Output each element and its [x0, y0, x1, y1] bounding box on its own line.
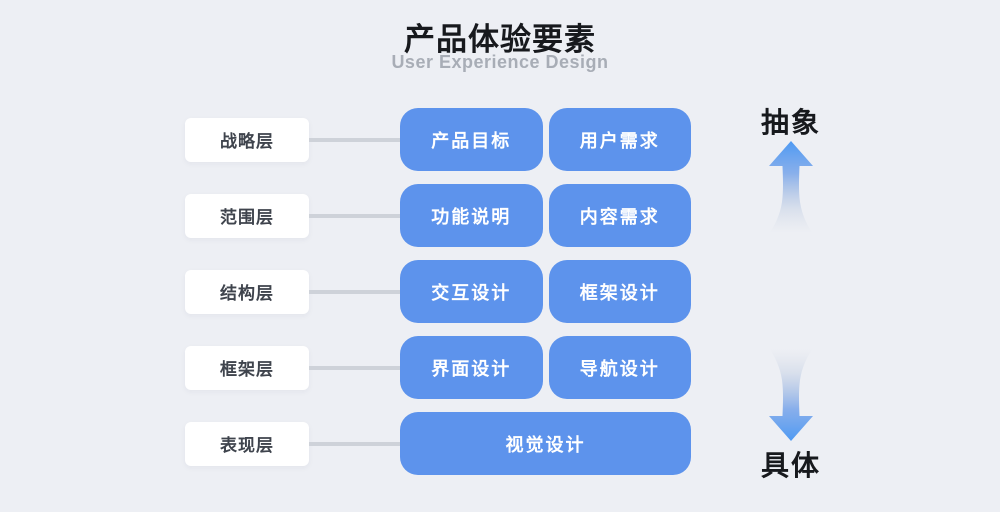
layer-row-surface: 表现层 视觉设计 — [185, 412, 691, 475]
connector-line — [309, 441, 400, 446]
layer-row-strategy: 战略层 产品目标 用户需求 — [185, 108, 691, 171]
card-visual-design: 视觉设计 — [400, 412, 691, 475]
page-subtitle: User Experience Design — [391, 52, 609, 72]
card-interaction-design: 交互设计 — [400, 260, 543, 323]
layer-label-scope: 范围层 — [185, 193, 309, 238]
card-product-goals: 产品目标 — [400, 108, 543, 171]
card-interface-design: 界面设计 — [400, 336, 543, 399]
card-content-requirements: 内容需求 — [548, 184, 691, 247]
card-user-needs: 用户需求 — [548, 108, 691, 171]
connector-line — [309, 137, 400, 142]
abstract-label: 抽象 — [760, 107, 821, 138]
gradient-arrow-up-icon — [769, 141, 813, 233]
gradient-arrow-down-icon — [769, 349, 813, 441]
layer-row-scope: 范围层 功能说明 内容需求 — [185, 184, 691, 247]
page-title: 产品体验要素 — [404, 22, 596, 57]
connector-line — [309, 289, 400, 294]
layer-row-skeleton: 框架层 界面设计 导航设计 — [185, 336, 691, 399]
card-navigation-design: 导航设计 — [548, 336, 691, 399]
layer-label-surface: 表现层 — [185, 421, 309, 466]
card-functional-specs: 功能说明 — [400, 184, 543, 247]
card-framework-design: 框架设计 — [548, 260, 691, 323]
layer-label-skeleton: 框架层 — [185, 345, 309, 390]
concrete-label: 具体 — [760, 450, 821, 481]
layer-label-structure: 结构层 — [185, 269, 309, 314]
connector-line — [309, 365, 400, 370]
layer-row-structure: 结构层 交互设计 框架设计 — [185, 260, 691, 323]
layer-label-strategy: 战略层 — [185, 117, 309, 162]
connector-line — [309, 213, 400, 218]
